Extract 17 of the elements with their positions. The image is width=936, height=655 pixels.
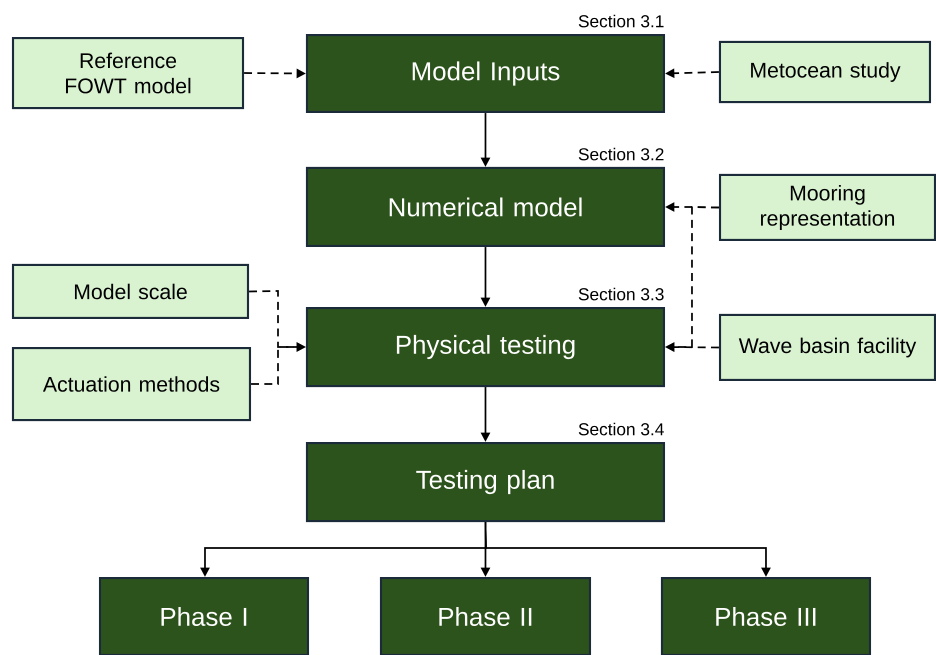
input-box: Model scale <box>12 264 250 320</box>
input-box: Reference FOWT model <box>12 36 244 110</box>
section-label: Section 3.4 <box>578 422 664 436</box>
input-box: Wave basin facility <box>718 314 936 382</box>
section-label: Section 3.3 <box>578 288 664 300</box>
input-box: Metocean study <box>718 40 932 104</box>
phase-box: Phase II <box>380 576 592 655</box>
input-box: Mooring representation <box>718 174 936 242</box>
section-label: Section 3.1 <box>578 14 664 28</box>
process-box: Numerical model <box>306 166 666 248</box>
section-label: Section 3.2 <box>578 148 664 160</box>
process-box: Model Inputs <box>306 34 666 114</box>
process-box: Physical testing <box>306 306 666 388</box>
process-box: Testing plan <box>306 442 666 522</box>
input-box: Actuation methods <box>12 346 252 422</box>
phase-box: Phase III <box>660 576 872 655</box>
phase-box: Phase I <box>98 576 310 655</box>
